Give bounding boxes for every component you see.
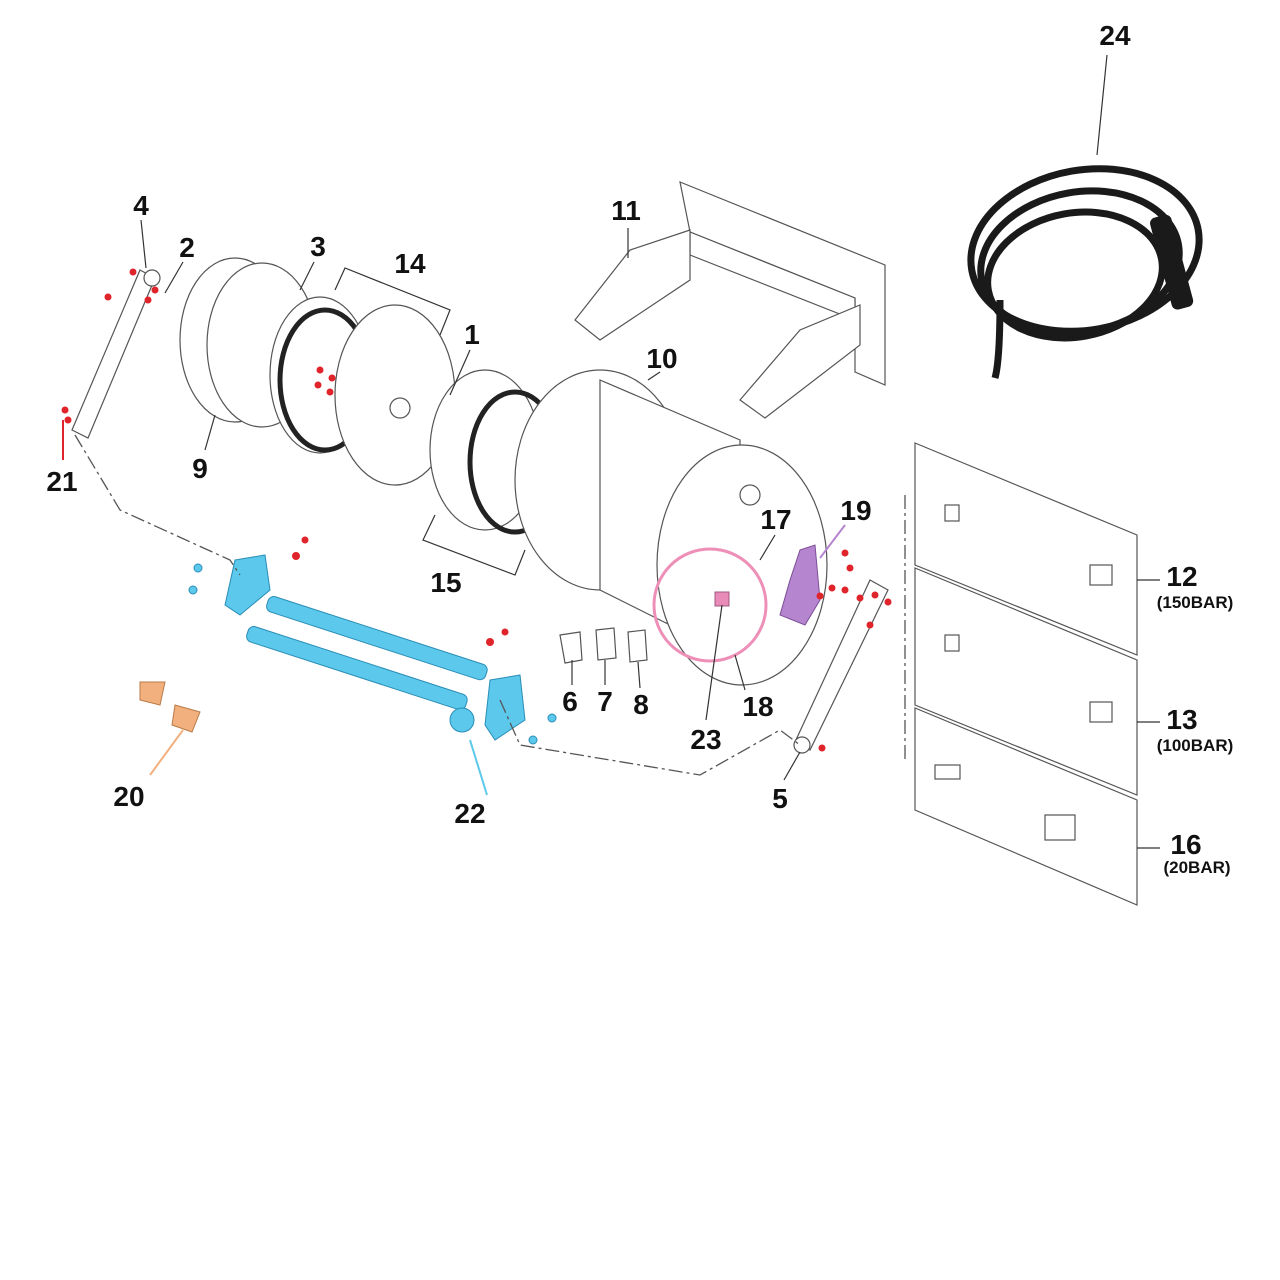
- axle-part-22: [188, 554, 557, 745]
- callout-16-pressure: (20BAR): [1163, 858, 1230, 877]
- callout-13: 13: [1166, 704, 1197, 735]
- leader-line-24: [1096, 54, 1108, 156]
- callout-8: 8: [633, 689, 649, 720]
- fitting-kit-13: [914, 567, 1138, 796]
- callout-6: 6: [562, 686, 578, 717]
- leader-line-19: [819, 524, 846, 559]
- callout-12-pressure: (150BAR): [1157, 593, 1234, 612]
- callout-12: 12: [1166, 561, 1197, 592]
- hose-part-24: [967, 165, 1203, 379]
- callout-24: 24: [1099, 20, 1131, 51]
- arm-part-4: [71, 269, 161, 439]
- callout-13-pressure: (100BAR): [1157, 736, 1234, 755]
- chain-path-left: [74, 434, 241, 576]
- callout-22: 22: [454, 798, 485, 829]
- callout-20: 20: [113, 781, 144, 812]
- callout-17: 17: [760, 504, 791, 535]
- callout-21: 21: [46, 466, 77, 497]
- gear-part-19: [779, 544, 821, 626]
- latch-part-23: [714, 591, 730, 607]
- bracket-15: [422, 514, 526, 576]
- callout-4: 4: [133, 190, 149, 221]
- callout-19: 19: [840, 495, 871, 526]
- leader-line-22: [469, 739, 488, 796]
- callout-23: 23: [690, 724, 721, 755]
- callout-14: 14: [394, 248, 426, 279]
- callout-9: 9: [192, 453, 208, 484]
- bracket-14: [334, 267, 451, 336]
- leader-lines: [140, 219, 801, 781]
- leader-line-20: [149, 729, 184, 776]
- callout-16: 16: [1170, 829, 1201, 860]
- frame-part-11: [574, 181, 886, 419]
- callout-2: 2: [179, 232, 195, 263]
- callout-15: 15: [430, 567, 461, 598]
- reel-part-10: [514, 369, 828, 686]
- callout-18: 18: [742, 691, 773, 722]
- screws-red: [61, 268, 892, 752]
- callout-10: 10: [646, 343, 677, 374]
- clip-parts-6-7-8: [559, 627, 648, 664]
- arm-part-5: [793, 579, 889, 754]
- callout-11: 11: [611, 195, 641, 226]
- callout-1: 1: [464, 319, 480, 350]
- callout-3: 3: [310, 231, 326, 262]
- fitting-kit-12: [914, 442, 1138, 656]
- highlight-circle-18: [652, 547, 768, 663]
- callout-7: 7: [597, 686, 613, 717]
- clamp-part-20: [139, 681, 201, 733]
- callout-5: 5: [772, 783, 788, 814]
- fitting-kit-16: [914, 707, 1138, 906]
- chain-path-right: [499, 699, 801, 776]
